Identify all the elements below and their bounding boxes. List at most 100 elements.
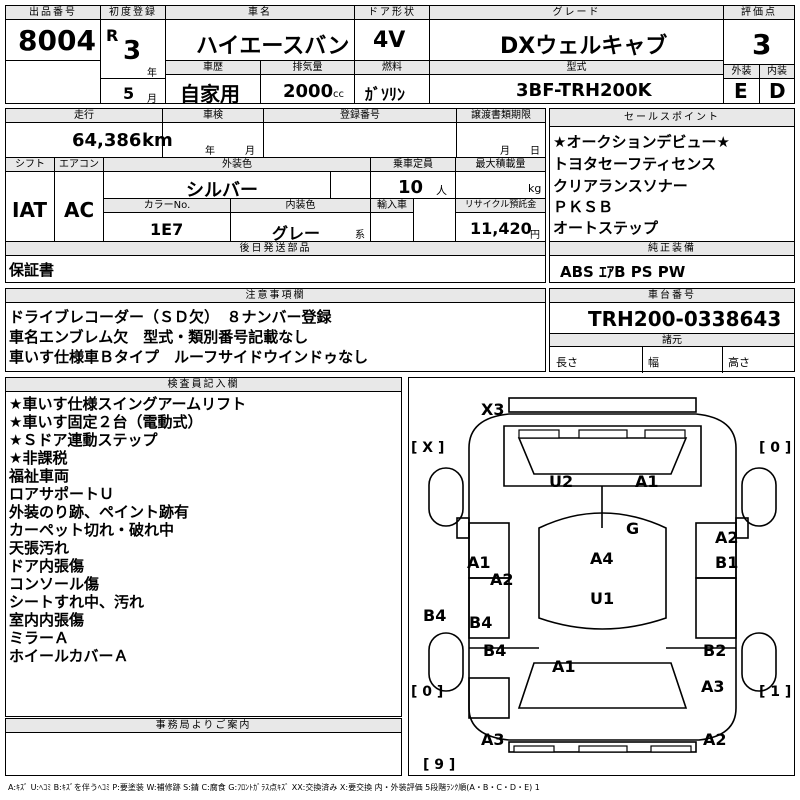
grade: DXウェルキャブ	[500, 34, 668, 59]
roof-outline	[538, 512, 667, 630]
damage-code-a4: A4	[590, 549, 614, 568]
era: R	[106, 26, 119, 45]
displacement-cell: 排気量 2000 cc	[260, 60, 355, 104]
office-label: 事務局よりご案内	[6, 719, 401, 733]
damage-code-b2-right: B2	[703, 641, 727, 660]
inspector-note-item: 天張汚れ	[9, 539, 70, 557]
inspector-label: 検査員記入欄	[6, 378, 401, 392]
shift-label: シフト	[6, 158, 54, 172]
lot-number: 8004	[18, 24, 96, 57]
cc-unit: cc	[333, 89, 344, 100]
sales-point-item: ＰＫＳＢ	[553, 198, 614, 216]
cabin-outline	[503, 425, 702, 487]
inspector-note-item: 外装のり跡、ペイント跡有	[9, 503, 190, 521]
damage-code-u1: U1	[590, 589, 615, 608]
ac-label: エアコン	[55, 158, 103, 172]
interior-label: 内装	[760, 65, 794, 79]
car-name-cell: 車名 ハイエースバン	[165, 5, 355, 61]
wheel-front-left	[428, 467, 464, 527]
capacity-label: 乗車定員	[371, 158, 455, 172]
wheel-rear-right	[741, 632, 777, 692]
model: 3BF-TRH200K	[516, 80, 652, 101]
interior-cell: 内装 D	[759, 64, 795, 104]
inspector-note-item: ミラーＡ	[9, 629, 70, 647]
spec-length: 長さ	[556, 356, 578, 369]
transfer-month-unit: 月	[500, 146, 510, 157]
import-label: 輸入車	[371, 199, 413, 213]
displacement: 2000	[283, 81, 334, 102]
interior-color-label: 内装色	[231, 199, 370, 213]
year-unit: 年	[147, 68, 157, 79]
spec-height: 高さ	[728, 356, 750, 369]
front-bumper	[508, 397, 697, 413]
notes-cell: 注意事項欄 ドライブレコーダー（ＳＤ欠） ８ナンバー登録 車名エンブレム欠 型式…	[5, 288, 546, 372]
damage-code-a3-bottom-left: A3	[481, 730, 505, 749]
inspector-note-item: シートすれ中、汚れ	[9, 593, 145, 611]
displacement-label: 排気量	[261, 61, 354, 75]
damage-code-b4-lower: B4	[483, 641, 507, 660]
history-label: 車歴	[166, 61, 260, 75]
inspector-cell: 検査員記入欄 ★車いす仕様スイングアームリフト★車いす固定２台（電動式）★Ｓドア…	[5, 377, 402, 717]
left-bottom-bracket: [ 0 ]	[411, 684, 444, 700]
notes-label: 注意事項欄	[6, 289, 545, 303]
vehicle-outline-svg	[428, 397, 777, 753]
transfer-deadline-label: 譲渡書類期限	[457, 109, 545, 123]
right-bottom-bracket: [ 1 ]	[759, 684, 792, 700]
damage-code-a2-bottom-right: A2	[703, 730, 727, 749]
interior-color: グレー	[272, 224, 321, 243]
inspector-note-item: ドア内張傷	[9, 557, 85, 575]
interior-color-unit: 系	[355, 230, 365, 241]
exterior-cell: 外装 E	[723, 64, 760, 104]
damage-code-b4-inner: B4	[469, 613, 493, 632]
office-cell: 事務局よりご案内	[5, 718, 402, 776]
registration-number-label: 登録番号	[264, 109, 456, 123]
car-name-label: 車名	[166, 6, 354, 20]
exterior-color: シルバー	[186, 180, 258, 201]
right-door-rear	[695, 577, 737, 639]
car-body-outline	[468, 413, 737, 741]
ac: AC	[64, 198, 95, 222]
condition-diagram: X3 [ X ] [ 0 ] U2 A1 G A2 B1 A1 A2 A4 U1…	[408, 377, 795, 776]
inspector-note-item: ロアサポートＵ	[9, 485, 115, 503]
door-cell: ドア形状 4V	[354, 5, 430, 61]
lot-blank-cell	[5, 60, 101, 104]
damage-code-g: G	[626, 519, 640, 538]
inspection-month-unit: 月	[245, 146, 255, 157]
damage-code-b4-outer: B4	[423, 606, 447, 625]
inspector-note-item: カーペット切れ・破れ中	[9, 521, 175, 539]
chassis-number: TRH200-0338643	[588, 307, 782, 331]
later-parts: 保証書	[9, 261, 55, 279]
bottom-bracket: [ 9 ]	[423, 757, 456, 773]
sales-points-cell: セールスポイント ★オークションデビュー★ トヨタセーフティセンス クリアランス…	[549, 108, 795, 242]
model-label: 型式	[430, 61, 723, 75]
mirror-right	[735, 517, 749, 539]
fuel-label: 燃料	[355, 61, 429, 75]
recycle-unit: 円	[530, 230, 540, 241]
genuine-equipment-label: 純正装備	[550, 242, 794, 256]
history-cell: 車歴 自家用	[165, 60, 261, 106]
month-unit: 月	[147, 94, 157, 105]
inspector-note-item: 室内内張傷	[9, 611, 85, 629]
lot-number-label: 出品番号	[6, 6, 100, 20]
inspector-note-item: 福祉車両	[9, 467, 70, 485]
damage-code-a2-right: A2	[715, 528, 739, 547]
door-type: 4V	[373, 28, 406, 53]
interior-rating: D	[769, 79, 786, 103]
left-top-bracket: [ X ]	[411, 440, 445, 456]
recycle-label: リサイクル預託金	[456, 199, 545, 213]
color-number-label: カラーNo.	[104, 199, 230, 213]
sales-points-label: セールスポイント	[550, 109, 794, 127]
mileage-label: 走行	[6, 109, 162, 123]
mirror-left	[456, 517, 470, 539]
damage-code-b1-right: B1	[715, 553, 739, 572]
registration-month: 5	[123, 84, 135, 103]
history: 自家用	[180, 82, 240, 106]
fuel-cell: 燃料 ｶﾞｿﾘﾝ	[354, 60, 430, 104]
inspector-note-item: コンソール傷	[9, 575, 100, 593]
rear-glass	[517, 662, 688, 709]
max-load-unit: kg	[528, 182, 542, 195]
inspector-notes: ★車いす仕様スイングアームリフト★車いす固定２台（電動式）★Ｓドア連動ステップ★…	[9, 395, 246, 665]
sales-point-item: オートステップ	[553, 219, 659, 237]
mileage: 64,386	[72, 130, 142, 151]
wheel-rear-left	[428, 632, 464, 692]
